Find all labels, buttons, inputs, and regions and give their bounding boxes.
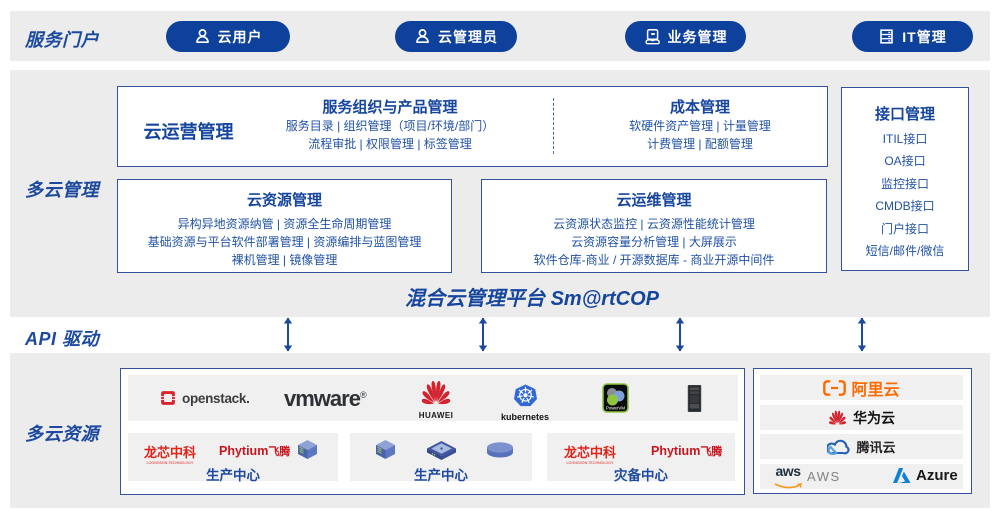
- svg-text:PowerVM: PowerVM: [606, 406, 625, 411]
